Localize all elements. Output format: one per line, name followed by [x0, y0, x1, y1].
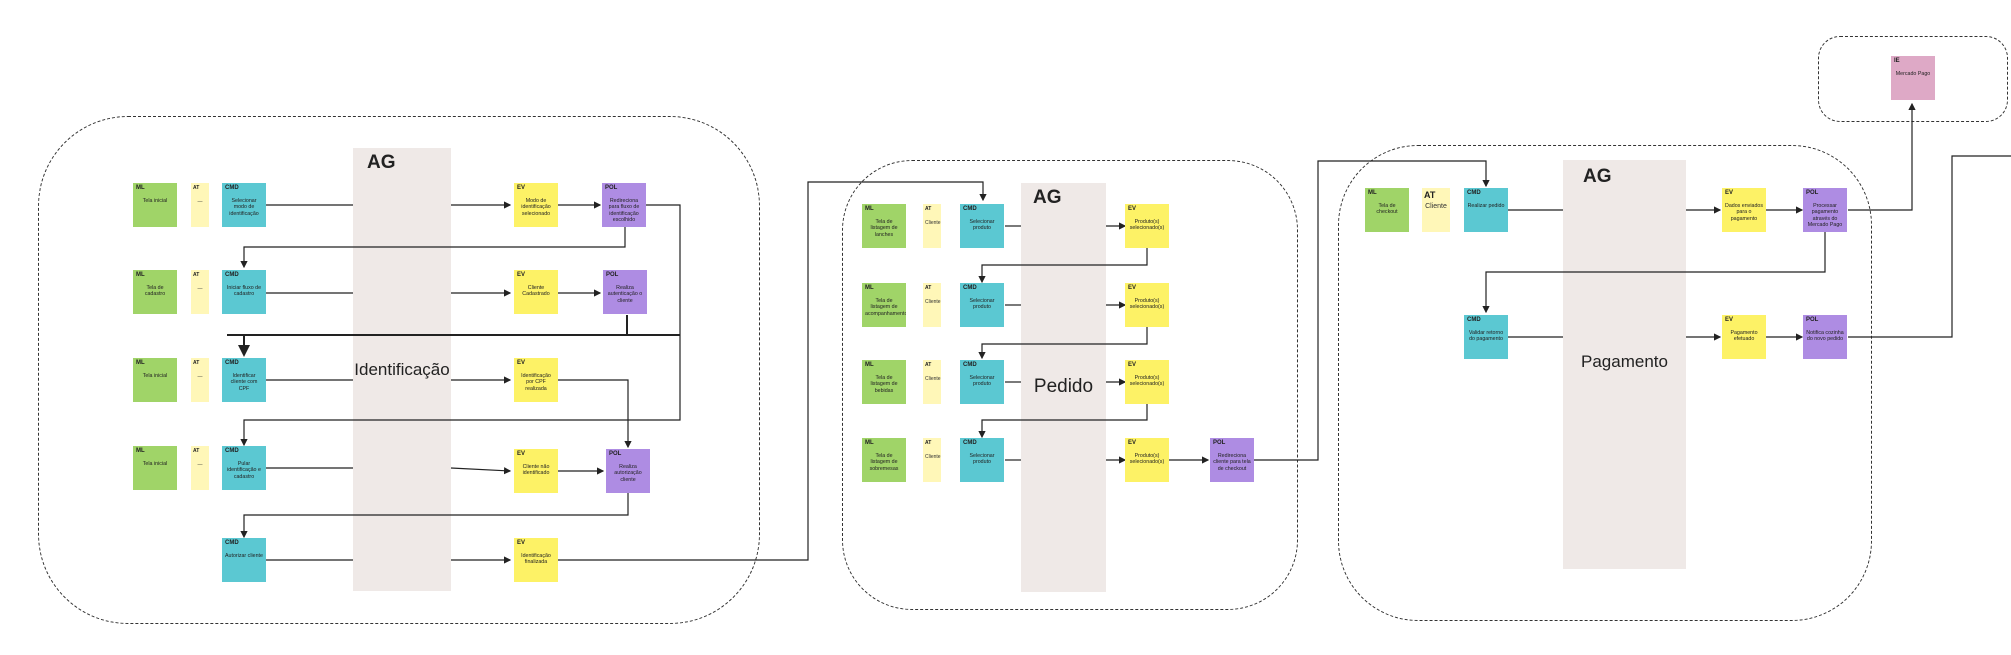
connector [978, 327, 1148, 360]
connector [1848, 155, 2011, 338]
connector [240, 493, 629, 539]
aggregate-label: AG [367, 152, 396, 173]
connector [558, 181, 987, 561]
connector [1848, 102, 1916, 211]
connector [240, 204, 681, 447]
external-context [1818, 36, 2008, 122]
aggregate-name: Pedido [1033, 376, 1094, 397]
pedido-context [842, 160, 1298, 610]
connector [1254, 160, 1490, 461]
pagamento-context [1338, 145, 1872, 621]
actor-note: AT— [191, 446, 209, 490]
aggregate-label: AG [1583, 166, 1612, 187]
connector [240, 227, 626, 269]
connector [534, 379, 632, 449]
connector [978, 248, 1148, 284]
actor-note: AT— [191, 183, 209, 227]
connector [978, 404, 1148, 439]
pedido-aggregate: AG Pedido [1021, 183, 1106, 592]
connector [1482, 232, 1826, 314]
aggregate-label: AG [1033, 187, 1062, 208]
aggregate-name: Pagamento [1581, 352, 1668, 371]
connector [450, 467, 512, 475]
actor-note: AT— [191, 270, 209, 314]
pagamento-aggregate: AG Pagamento [1563, 160, 1686, 569]
actor-note: AT— [191, 358, 209, 402]
aggregate-name: Identificação [354, 360, 450, 379]
identificacao-context [38, 116, 760, 624]
identificacao-aggregate: AG Identificação [353, 148, 451, 591]
